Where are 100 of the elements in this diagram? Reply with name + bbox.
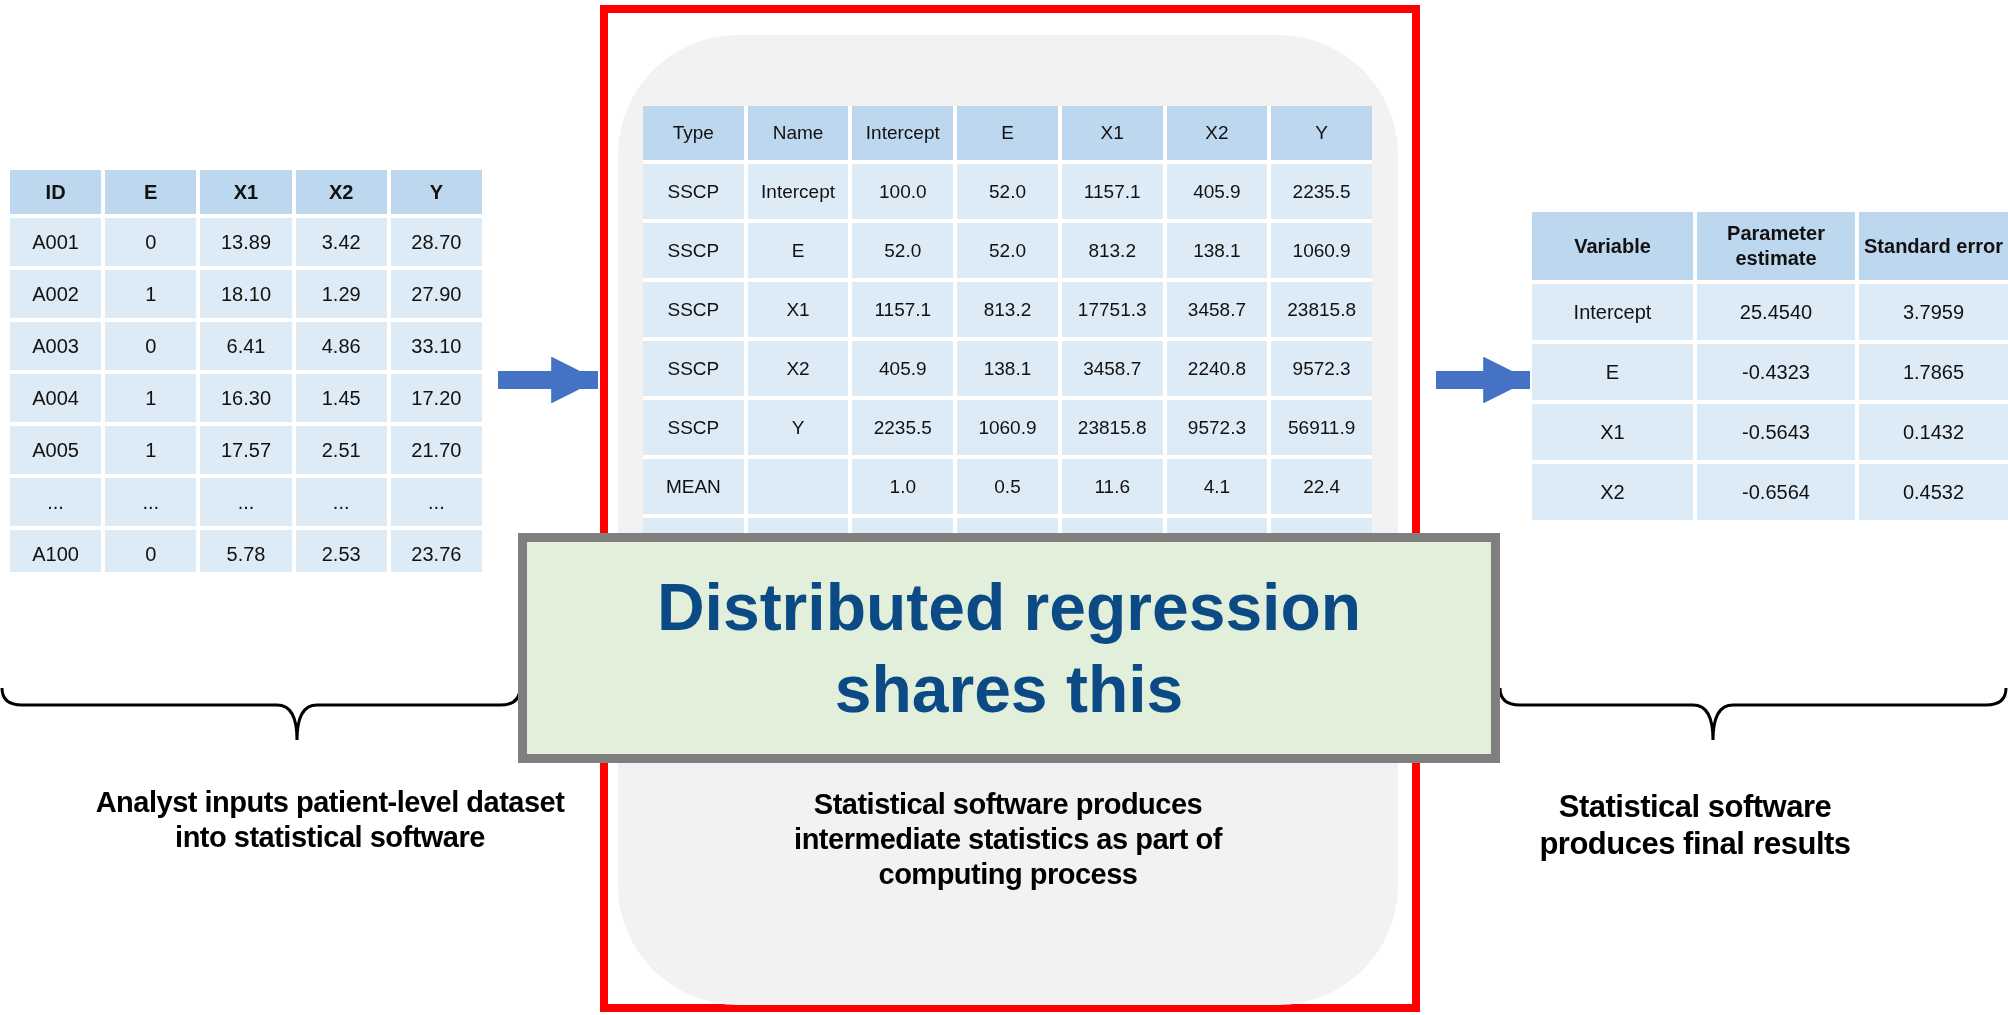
caption-text: Analyst inputs patient-level dataset into statistical software bbox=[94, 785, 566, 855]
table-cell: ... bbox=[295, 478, 387, 526]
table-cell: A005 bbox=[10, 426, 102, 474]
header-cell: E bbox=[105, 170, 197, 214]
table-cell: Intercept bbox=[747, 164, 849, 219]
table-cell: 11.6 bbox=[1061, 459, 1163, 514]
caption-text: Statistical software produces final results bbox=[1538, 788, 1852, 863]
table-cell: 138.1 bbox=[1166, 223, 1268, 278]
table-cell: 100.0 bbox=[852, 164, 954, 219]
table-cell: 23815.8 bbox=[1271, 282, 1372, 337]
table-cell: 52.0 bbox=[852, 223, 954, 278]
header-cell: Intercept bbox=[852, 106, 954, 160]
arrow bbox=[1436, 356, 1530, 404]
table-cell: ... bbox=[390, 478, 482, 526]
table-cell: 1 bbox=[105, 426, 197, 474]
table-cell: X1 bbox=[747, 282, 849, 337]
header-cell: X1 bbox=[1061, 106, 1163, 160]
table-cell: 17751.3 bbox=[1061, 282, 1163, 337]
table-cell: 52.0 bbox=[957, 223, 1058, 278]
table-cell: 0.5 bbox=[957, 459, 1058, 514]
table-cell: X2 bbox=[747, 341, 849, 396]
table-cell: 3458.7 bbox=[1061, 341, 1163, 396]
header-cell: Type bbox=[643, 106, 744, 160]
header-cell: X1 bbox=[200, 170, 292, 214]
table-cell: 3.42 bbox=[295, 218, 387, 266]
table-cell: 405.9 bbox=[852, 341, 954, 396]
table-cell: -0.5643 bbox=[1697, 404, 1855, 460]
banner-overlay bbox=[518, 533, 1500, 763]
header-cell: X2 bbox=[1166, 106, 1268, 160]
table-cell: 17.57 bbox=[200, 426, 292, 474]
table-cell: E bbox=[747, 223, 849, 278]
table-cell: 2.51 bbox=[295, 426, 387, 474]
table-cell: 17.20 bbox=[390, 374, 482, 422]
table-cell: A004 bbox=[10, 374, 102, 422]
table-cell: 1.45 bbox=[295, 374, 387, 422]
table-cell: -0.6564 bbox=[1697, 464, 1855, 520]
table-cell: 1.0 bbox=[852, 459, 954, 514]
table-cell: 1.7865 bbox=[1859, 344, 2008, 400]
table-cell: 0.4532 bbox=[1859, 464, 2008, 520]
table-cell: 2235.5 bbox=[852, 400, 954, 455]
table-cell: 28.70 bbox=[390, 218, 482, 266]
table-cell: 9572.3 bbox=[1271, 341, 1372, 396]
table-cell: 0.1432 bbox=[1859, 404, 2008, 460]
caption-text: Statistical software produces intermediate statistics as part of computing process bbox=[793, 787, 1224, 892]
table-cell: 56911.9 bbox=[1271, 400, 1372, 455]
table-cell: 1157.1 bbox=[852, 282, 954, 337]
table-cell: A001 bbox=[10, 218, 102, 266]
table-cell: A003 bbox=[10, 322, 102, 370]
table-cell: 16.30 bbox=[200, 374, 292, 422]
table-cell: SSCP bbox=[643, 341, 744, 396]
banner-text: Distributed regression shares this bbox=[655, 568, 1363, 728]
table-cell: 25.4540 bbox=[1697, 284, 1855, 340]
table-cell: SSCP bbox=[643, 282, 744, 337]
table-cell: 1060.9 bbox=[1271, 223, 1372, 278]
table-cell: X2 bbox=[1532, 464, 1693, 520]
table-cell: 2235.5 bbox=[1271, 164, 1372, 219]
table-cell: 3458.7 bbox=[1166, 282, 1268, 337]
table-cell: 5.78 bbox=[200, 530, 292, 572]
table-cell: 138.1 bbox=[957, 341, 1058, 396]
table-cell: 813.2 bbox=[1061, 223, 1163, 278]
header-cell: Variable bbox=[1532, 212, 1693, 280]
table-cell: -0.4323 bbox=[1697, 344, 1855, 400]
table-cell: 2240.8 bbox=[1166, 341, 1268, 396]
table-cell: 1157.1 bbox=[1061, 164, 1163, 219]
table-cell: ... bbox=[200, 478, 292, 526]
table-cell: 4.86 bbox=[295, 322, 387, 370]
table-cell: 1.29 bbox=[295, 270, 387, 318]
table-cell: Intercept bbox=[1532, 284, 1693, 340]
table-cell: 2.53 bbox=[295, 530, 387, 572]
table-cell: 1 bbox=[105, 270, 197, 318]
table-cell: 3.7959 bbox=[1859, 284, 2008, 340]
header-cell: Standard error bbox=[1859, 212, 2008, 280]
table-cell: SSCP bbox=[643, 164, 744, 219]
table-cell: 33.10 bbox=[390, 322, 482, 370]
table-cell: 27.90 bbox=[390, 270, 482, 318]
table-cell: Y bbox=[747, 400, 849, 455]
header-cell: Y bbox=[390, 170, 482, 214]
table-cell: ... bbox=[105, 478, 197, 526]
header-cell: Name bbox=[747, 106, 849, 160]
table-cell: SSCP bbox=[643, 223, 744, 278]
table-cell: E bbox=[1532, 344, 1693, 400]
table-cell: A002 bbox=[10, 270, 102, 318]
header-cell: ID bbox=[10, 170, 102, 214]
table-cell: X1 bbox=[1532, 404, 1693, 460]
table-cell: 52.0 bbox=[957, 164, 1058, 219]
table-cell: 1060.9 bbox=[957, 400, 1058, 455]
table-cell: 22.4 bbox=[1271, 459, 1372, 514]
table-cell: ... bbox=[10, 478, 102, 526]
table-cell: 13.89 bbox=[200, 218, 292, 266]
header-cell: X2 bbox=[295, 170, 387, 214]
table-cell: 405.9 bbox=[1166, 164, 1268, 219]
header-cell: E bbox=[957, 106, 1058, 160]
arrow bbox=[498, 356, 598, 404]
table-cell: MEAN bbox=[643, 459, 744, 514]
table-cell: 18.10 bbox=[200, 270, 292, 318]
table-cell: 0 bbox=[105, 530, 197, 572]
table-cell: 9572.3 bbox=[1166, 400, 1268, 455]
table-cell: 21.70 bbox=[390, 426, 482, 474]
header-cell: Parameter estimate bbox=[1697, 212, 1855, 280]
table-cell: 0 bbox=[105, 322, 197, 370]
